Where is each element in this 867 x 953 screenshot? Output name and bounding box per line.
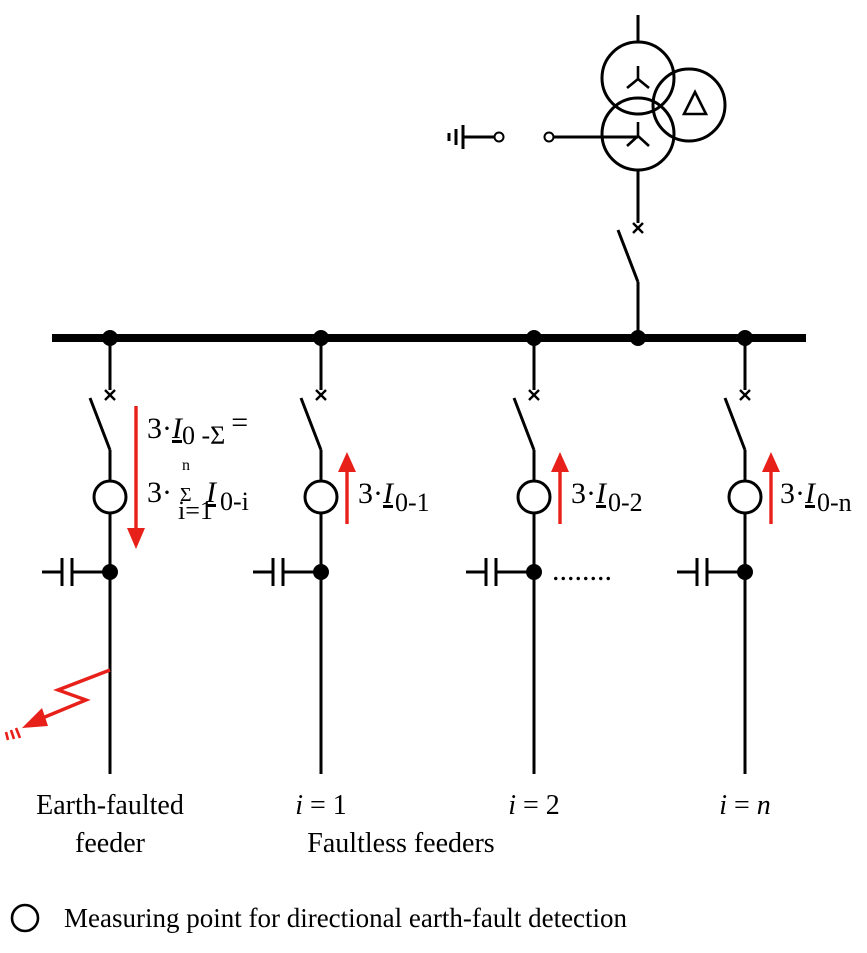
capacitor-icon bbox=[677, 558, 745, 586]
feeder-2-index: i = 2 bbox=[508, 790, 560, 821]
earth-faulted-label-line2: feeder bbox=[75, 828, 146, 859]
formula-feeder-2: 3·I0-2 bbox=[571, 477, 643, 517]
star-symbol-icon bbox=[626, 122, 650, 147]
formula-feeder-n: 3·I0-n bbox=[780, 477, 852, 517]
svg-text:I: I bbox=[205, 476, 218, 509]
formula-sum-expansion: 3· n Σ i=1 I 0-i bbox=[147, 457, 249, 525]
svg-text:3·I0-n: 3·I0-n bbox=[780, 477, 852, 517]
svg-text:0-i: 0-i bbox=[220, 487, 249, 516]
legend: Measuring point for directional earth-fa… bbox=[10, 903, 628, 933]
svg-text:3·I0 -Σ=: 3·I0 -Σ= bbox=[147, 406, 248, 450]
transformer bbox=[447, 15, 727, 223]
svg-text:3·I0-2: 3·I0-2 bbox=[571, 477, 643, 517]
svg-text:3·: 3· bbox=[147, 476, 172, 509]
incomer-cross-icon bbox=[632, 222, 644, 234]
cross-icon bbox=[104, 389, 116, 401]
capacitor-icon bbox=[466, 558, 534, 586]
measuring-point bbox=[303, 479, 339, 515]
feeder-switch-blade bbox=[299, 397, 323, 451]
feeder-n-index: i = n bbox=[719, 790, 771, 821]
continuation-dots: ........ bbox=[552, 554, 612, 587]
cross-icon bbox=[315, 389, 327, 401]
feeder-switch-blade bbox=[512, 397, 536, 451]
neutral-terminal bbox=[543, 131, 555, 143]
measuring-point bbox=[727, 479, 763, 515]
svg-text:Σ: Σ bbox=[180, 484, 192, 506]
cross-icon bbox=[739, 389, 751, 401]
measuring-point bbox=[92, 479, 128, 515]
measuring-point bbox=[516, 479, 552, 515]
ground-terminal bbox=[493, 131, 505, 143]
incomer-switch bbox=[616, 222, 644, 338]
feeder-switch-blade bbox=[723, 397, 747, 451]
capacitor-icon bbox=[42, 558, 110, 586]
svg-text:n: n bbox=[182, 457, 190, 474]
primary-winding-circle bbox=[600, 40, 676, 116]
faultless-feeders-label: Faultless feeders bbox=[307, 828, 494, 859]
fault-current-arrow-down bbox=[127, 406, 145, 549]
earth-fault-icon bbox=[4, 668, 111, 741]
delta-symbol-icon bbox=[681, 89, 709, 116]
fault-current-arrow-up bbox=[762, 452, 780, 524]
measuring-point-legend-icon bbox=[10, 903, 40, 933]
svg-text:i=1: i=1 bbox=[178, 496, 213, 525]
feeder-1 bbox=[253, 338, 356, 774]
fault-current-arrow-up bbox=[551, 452, 569, 524]
fault-current-arrow-up bbox=[338, 452, 356, 524]
legend-text: Measuring point for directional earth-fa… bbox=[64, 903, 628, 933]
feeder-2 bbox=[466, 338, 569, 774]
cross-icon bbox=[528, 389, 540, 401]
busbar-node bbox=[630, 330, 646, 346]
star-symbol-icon bbox=[626, 66, 650, 90]
capacitor-icon bbox=[253, 558, 321, 586]
formula-feeder-1: 3·I0-1 bbox=[358, 477, 430, 517]
svg-text:3·I0-1: 3·I0-1 bbox=[358, 477, 430, 517]
feeder-n bbox=[677, 338, 780, 774]
earth-faulted-label: Earth-faulted bbox=[36, 790, 184, 821]
formula-sum-current: 3·I0 -Σ= bbox=[147, 406, 248, 450]
feeder-earth-faulted bbox=[4, 338, 145, 774]
ground-icon bbox=[447, 125, 465, 149]
feeder-switch-blade bbox=[88, 397, 112, 451]
feeder-1-index: i = 1 bbox=[295, 790, 347, 821]
incomer-switch-blade bbox=[616, 229, 640, 283]
tertiary-winding-circle bbox=[651, 67, 727, 143]
